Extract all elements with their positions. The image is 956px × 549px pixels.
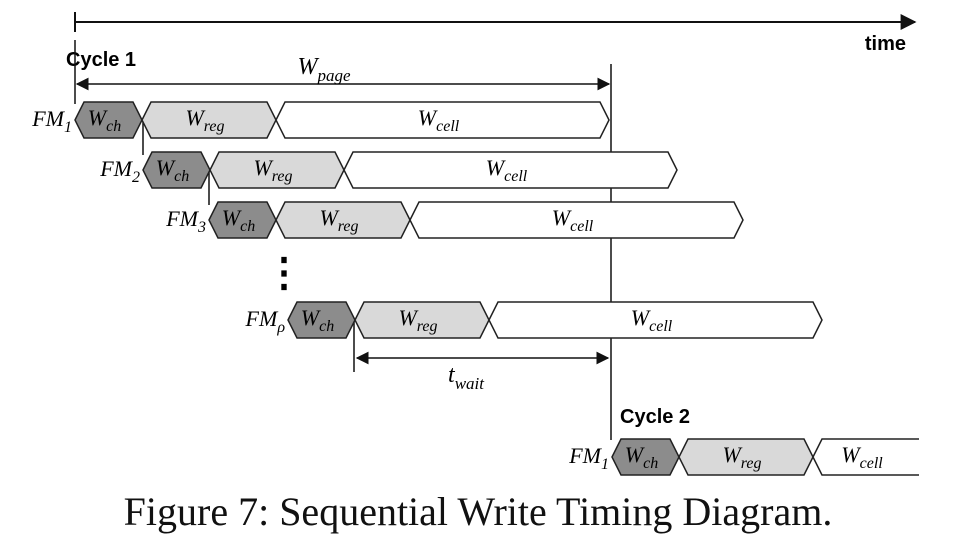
row-fm1: FM1 Wch Wreg Wcell bbox=[31, 101, 610, 139]
cycle2-fm1-label: FM1 bbox=[568, 443, 609, 473]
cycle1-label: Cycle 1 bbox=[66, 49, 136, 71]
fm3-wreg-label: Wreg bbox=[319, 205, 358, 235]
fm1-label: FM1 bbox=[31, 106, 72, 136]
rows-ellipsis: ⋮ bbox=[264, 250, 304, 295]
figure-caption: Figure 7: Sequential Write Timing Diagra… bbox=[123, 489, 833, 534]
cycle2-fm1-wreg-label: Wreg bbox=[722, 442, 761, 472]
fm3-wcell-segment bbox=[409, 201, 744, 239]
fm-rho-wcell-label: Wcell bbox=[631, 305, 673, 335]
fm2-wreg-label: Wreg bbox=[253, 155, 292, 185]
row-cycle2-fm1: FM1 Wch Wreg Wcell bbox=[568, 438, 919, 476]
cycle2-fm1-wcell-segment bbox=[812, 438, 919, 476]
fm2-wcell-segment bbox=[343, 151, 678, 189]
cycle2-fm1-wch-label: Wch bbox=[625, 442, 658, 472]
fm1-wcell-segment bbox=[275, 101, 610, 139]
fm1-wcell-label: Wcell bbox=[418, 105, 460, 135]
fm-rho-label: FMρ bbox=[245, 306, 286, 336]
fm3-wch-label: Wch bbox=[222, 205, 255, 235]
fm-rho-wch-label: Wch bbox=[301, 305, 334, 335]
cycle2-fm1-wcell-label: Wcell bbox=[841, 442, 883, 472]
fm1-wreg-label: Wreg bbox=[185, 105, 224, 135]
fm-rho-wreg-label: Wreg bbox=[398, 305, 437, 335]
twait-label: twait bbox=[448, 362, 485, 393]
fm2-wcell-label: Wcell bbox=[486, 155, 528, 185]
cycle2-label: Cycle 2 bbox=[620, 406, 690, 428]
row-fm2: FM2 Wch Wreg Wcell bbox=[99, 151, 678, 189]
row-fm3: FM3 Wch Wreg Wcell bbox=[165, 201, 744, 239]
time-label: time bbox=[865, 33, 906, 55]
row-fm-rho: FMρ Wch Wreg Wcell bbox=[245, 301, 823, 339]
fm2-wch-label: Wch bbox=[156, 155, 189, 185]
fm2-label: FM2 bbox=[99, 156, 140, 186]
cycle2-fm1-wcell-fill bbox=[813, 439, 919, 475]
fm3-label: FM3 bbox=[165, 206, 206, 236]
wpage-label: Wpage bbox=[297, 54, 351, 85]
fm1-wch-label: Wch bbox=[88, 105, 121, 135]
fm3-wcell-label: Wcell bbox=[552, 205, 594, 235]
fm-rho-wcell-segment bbox=[488, 301, 823, 339]
